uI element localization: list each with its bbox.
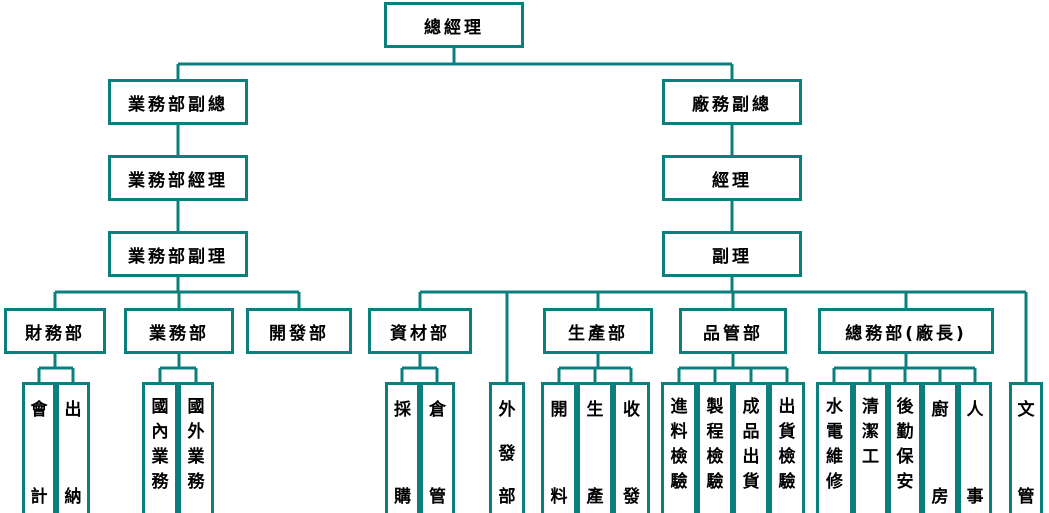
sales-manager-box: 業務部經理	[108, 155, 248, 201]
warehouse-unit: 倉 管	[420, 382, 455, 513]
foreign-char-3: 業	[187, 447, 205, 467]
shipping-char-2: 貨	[778, 422, 796, 442]
cleaning-char-1: 清	[862, 397, 879, 417]
shipping-char-1: 出	[778, 397, 796, 417]
factory-vp-box: 廠務副總	[662, 79, 802, 125]
foreign-char-2: 外	[187, 422, 205, 442]
purchasing-char-2: 購	[394, 487, 411, 507]
incoming-char-4: 驗	[670, 472, 688, 492]
accounting-char-1: 會	[30, 400, 48, 420]
documents-char-2: 管	[1017, 487, 1035, 507]
shipping-char-4: 驗	[778, 472, 796, 492]
personnel-char-1: 人	[966, 400, 984, 420]
production-dept-box: 生產部	[543, 308, 653, 354]
sales-deputy-box: 業務部副理	[108, 231, 248, 277]
warehouse-char-2: 管	[429, 487, 446, 507]
domestic-char-2: 內	[151, 422, 169, 442]
logistics-security-unit: 後 勤 保 安	[888, 382, 922, 513]
logistics-char-2: 勤	[896, 422, 914, 442]
process-char-1: 製	[706, 397, 724, 417]
factory-manager-box: 經理	[662, 155, 802, 201]
kitchen-char-2: 房	[931, 487, 949, 507]
foreign-sales-unit: 國 外 業 務	[178, 382, 214, 513]
general-affairs-dept-box: 總務部(廠長)	[818, 308, 994, 354]
domestic-sales-unit: 國 內 業 務	[142, 382, 178, 513]
foreign-char-1: 國	[187, 397, 205, 417]
personnel-char-2: 事	[966, 487, 984, 507]
accounting-unit: 會 計	[22, 382, 56, 513]
cashier-unit: 出 納	[56, 382, 90, 513]
personnel-unit: 人 事	[958, 382, 992, 513]
receiving-unit: 收 發	[613, 382, 650, 513]
material-cutting-unit: 開 料	[541, 382, 577, 513]
cashier-char-2: 納	[64, 487, 82, 507]
process-char-4: 驗	[706, 472, 724, 492]
purchasing-char-1: 採	[394, 400, 411, 420]
finished-char-1: 成	[742, 397, 760, 417]
incoming-char-3: 檢	[670, 447, 688, 467]
outsourcing-char-1: 外	[498, 400, 516, 420]
finished-goods-shipping-unit: 成 品 出 貨	[733, 382, 769, 513]
kitchen-char-1: 廚	[931, 400, 949, 420]
finished-char-2: 品	[742, 422, 760, 442]
outsourcing-char-3: 部	[498, 487, 516, 507]
process-char-3: 檢	[706, 447, 724, 467]
manufacturing-unit: 生 產	[577, 382, 613, 513]
materials-dept-box: 資材部	[368, 308, 472, 354]
domestic-char-3: 業	[151, 447, 169, 467]
manufacturing-char-1: 生	[586, 400, 604, 420]
purchasing-unit: 採 購	[385, 382, 420, 513]
logistics-char-1: 後	[896, 397, 914, 417]
receiving-char-1: 收	[623, 400, 640, 420]
utilities-char-3: 維	[826, 447, 843, 467]
cashier-char-1: 出	[64, 400, 82, 420]
incoming-inspection-unit: 進 料 檢 驗	[661, 382, 697, 513]
finance-dept-box: 財務部	[4, 308, 106, 354]
outsourcing-char-2: 發	[498, 443, 516, 464]
cleaning-char-3: 工	[862, 447, 879, 467]
process-inspection-unit: 製 程 檢 驗	[697, 382, 733, 513]
logistics-char-3: 保	[896, 447, 914, 467]
domestic-char-4: 務	[151, 472, 169, 492]
business-dept-box: 業務部	[124, 308, 234, 354]
shipping-char-3: 檢	[778, 447, 796, 467]
domestic-char-1: 國	[151, 397, 169, 417]
utilities-char-4: 修	[826, 472, 843, 492]
cutting-char-1: 開	[550, 400, 568, 420]
utilities-char-1: 水	[826, 397, 843, 417]
documents-char-1: 文	[1017, 400, 1035, 420]
shipping-inspection-unit: 出 貨 檢 驗	[769, 382, 805, 513]
foreign-char-4: 務	[187, 472, 205, 492]
process-char-2: 程	[706, 422, 724, 442]
receiving-char-2: 發	[623, 487, 640, 507]
outsourcing-unit: 外 發 部	[489, 382, 525, 513]
finished-char-3: 出	[742, 447, 760, 467]
sales-vp-box: 業務部副總	[108, 79, 248, 125]
logistics-char-4: 安	[896, 472, 914, 492]
general-manager-box: 總經理	[384, 2, 524, 48]
manufacturing-char-2: 產	[586, 487, 604, 507]
incoming-char-2: 料	[670, 422, 688, 442]
warehouse-char-1: 倉	[429, 400, 446, 420]
incoming-char-1: 進	[670, 397, 688, 417]
quality-dept-box: 品管部	[679, 308, 787, 354]
cleaning-char-2: 潔	[862, 422, 879, 442]
development-dept-box: 開發部	[246, 308, 352, 354]
documents-unit: 文 管	[1009, 382, 1043, 513]
accounting-char-2: 計	[30, 487, 48, 507]
finished-char-4: 貨	[742, 472, 760, 492]
cutting-char-2: 料	[550, 487, 568, 507]
cleaning-unit: 清 潔 工	[853, 382, 888, 513]
utilities-char-2: 電	[826, 422, 843, 442]
factory-deputy-box: 副理	[662, 231, 802, 277]
utilities-maintenance-unit: 水 電 維 修	[816, 382, 853, 513]
kitchen-unit: 廚 房	[922, 382, 958, 513]
